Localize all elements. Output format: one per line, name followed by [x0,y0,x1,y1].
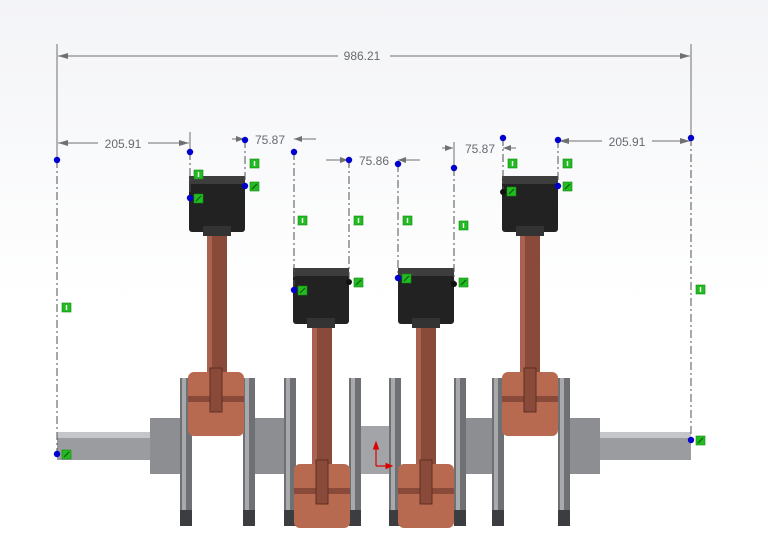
coincident-relation-icon[interactable] [61,449,72,460]
sketch-point-icon[interactable] [451,281,457,287]
dimension-overall-width-value[interactable]: 986.21 [344,49,381,63]
coincident-relation-icon[interactable] [506,186,517,197]
connecting-rod-3[interactable] [398,322,454,528]
sketch-point-icon[interactable] [687,134,695,142]
sketch-point-icon[interactable] [554,182,562,190]
coincident-relation-icon[interactable] [249,181,260,192]
sketch-point-icon[interactable] [394,160,402,168]
vertical-relation-icon[interactable] [562,158,573,169]
dimension-overall-width[interactable]: 986.21 [56,44,692,160]
piston-3[interactable] [398,268,454,328]
dimension-left-offset-value[interactable]: 205.91 [105,137,142,151]
sketch-point-icon[interactable] [241,182,249,190]
main-journal-5[interactable] [568,418,600,474]
vertical-relation-icon[interactable] [193,169,204,180]
vertical-relation-icon[interactable] [402,215,413,226]
piston-1[interactable] [189,176,245,236]
dimension-spacing-1-value[interactable]: 75.87 [255,133,285,147]
sketch-point-icon[interactable] [53,156,61,164]
crankshaft[interactable] [57,378,691,526]
piston-2[interactable] [293,268,349,328]
dimension-spacing-2-value[interactable]: 75.86 [359,154,389,168]
sketch-point-icon[interactable] [346,279,352,285]
vertical-relation-icon[interactable] [353,215,364,226]
coincident-relation-icon[interactable] [353,277,364,288]
vertical-relations[interactable] [61,158,706,313]
coincident-relation-icon[interactable] [297,285,308,296]
main-journal-1[interactable] [150,418,185,474]
coincident-relations[interactable] [61,181,706,460]
sketch-point-icon[interactable] [345,156,353,164]
dimension-spacing-3[interactable]: 75.87 [442,142,516,166]
connecting-rod-1[interactable] [188,232,244,436]
vertical-relation-icon[interactable] [297,215,308,226]
dimension-left-offset[interactable]: 205.91 [58,132,191,152]
sketch-point-icon[interactable] [290,286,298,294]
coincident-relation-icon[interactable] [401,273,412,284]
sketch-point-icon[interactable] [290,148,298,156]
dimension-right-offset[interactable]: 205.91 [559,135,690,149]
sketch-point-icon[interactable] [394,274,402,282]
dimension-right-offset-value[interactable]: 205.91 [609,135,646,149]
sketch-point-icon[interactable] [186,194,194,202]
sketch-point-icon[interactable] [554,136,562,144]
dimension-spacing-1[interactable]: 75.87 [232,133,316,147]
sketch-points[interactable] [53,134,695,458]
sketch-point-icon[interactable] [500,189,506,195]
sketch-point-icon[interactable] [241,136,249,144]
coincident-relation-icon[interactable] [695,435,706,446]
coincident-relation-icon[interactable] [458,277,469,288]
dimension-spacing-2[interactable]: 75.86 [326,154,420,168]
sketch-point-icon[interactable] [499,134,507,142]
dimension-spacing-3-value[interactable]: 75.87 [465,142,495,156]
vertical-relation-icon[interactable] [249,158,260,169]
vertical-relation-icon[interactable] [695,284,706,295]
connecting-rod-4[interactable] [502,232,558,436]
vertical-relation-icon[interactable] [458,220,469,231]
sketch-construction-lines[interactable] [56,138,692,454]
sketch-point-icon[interactable] [687,436,695,444]
vertical-relation-icon[interactable] [61,302,72,313]
sketch-point-icon[interactable] [450,164,458,172]
coincident-relation-icon[interactable] [562,181,573,192]
connecting-rod-2[interactable] [294,322,350,528]
sketch-point-icon[interactable] [53,450,61,458]
piston-4[interactable] [502,176,558,236]
vertical-relation-icon[interactable] [507,158,518,169]
sketch-point-icon[interactable] [186,148,194,156]
coincident-relation-icon[interactable] [193,193,204,204]
origin-triad-icon [372,440,394,470]
